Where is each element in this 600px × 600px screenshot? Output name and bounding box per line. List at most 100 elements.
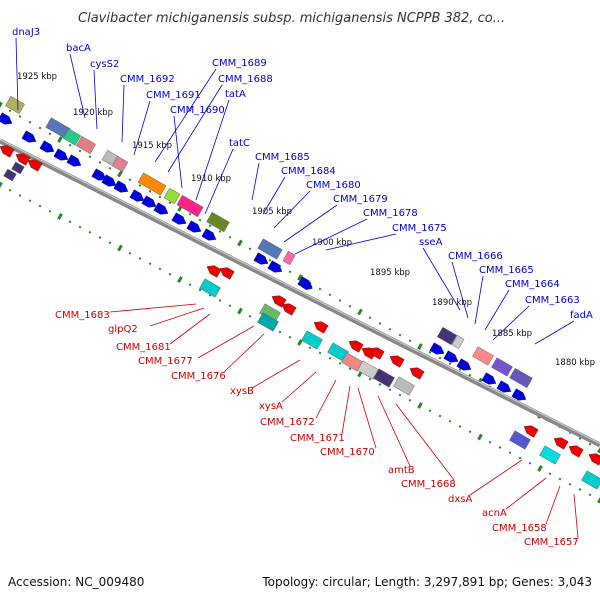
plus-leader-line (273, 190, 311, 229)
plus-leader-line (492, 305, 530, 341)
tick-dot (448, 362, 452, 366)
minus-leader-line (197, 325, 255, 359)
plus-gene-block (437, 326, 457, 346)
plus-leader-line (534, 320, 575, 345)
tick-dot (188, 212, 192, 216)
plus-gene-label: cysS2 (90, 59, 119, 70)
tick-dot (228, 304, 232, 308)
plus-gene-arrow (171, 212, 187, 225)
accession-text: Accession: NC_009480 (8, 575, 144, 589)
plus-gene-arrow (0, 112, 13, 125)
minus-leader-line (251, 359, 301, 389)
minus-gene-label: CMM_1668 (401, 479, 456, 490)
minus-leader-line (395, 403, 455, 481)
tick-dot (158, 195, 162, 199)
tick-dot (38, 204, 42, 208)
minus-leader-line (109, 303, 197, 313)
tick-dot (128, 178, 132, 182)
minus-gene-block (373, 368, 395, 388)
tick-dot (237, 239, 243, 247)
minus-gene-arrow (369, 347, 385, 360)
map-title: Clavibacter michiganensis subsp. michiga… (78, 11, 505, 26)
minus-gene-arrow (0, 145, 15, 158)
plus-gene-label: bacA (66, 43, 91, 54)
tick-dot (288, 335, 292, 339)
plus-gene-label: CMM_1666 (448, 251, 503, 262)
tick-dot (268, 258, 272, 262)
plus-leader-line (173, 115, 183, 189)
plus-gene-arrow (153, 202, 169, 215)
plus-gene-arrow (186, 220, 202, 233)
minus-gene-label: CMM_1658 (492, 523, 547, 534)
minus-strand-labels: CMM_1683glpQ2CMM_1681CMM_1677CMM_1676xys… (55, 303, 579, 548)
tick-dot (228, 235, 232, 239)
tick-dot (518, 456, 522, 460)
tick-dot (378, 383, 382, 386)
tick-dot (177, 276, 183, 283)
tick-dot (0, 101, 3, 109)
minus-gene-arrow (206, 265, 222, 278)
plus-gene-arrow (91, 168, 107, 181)
plus-gene-arrow (53, 148, 69, 161)
tick-dot (48, 209, 52, 213)
minus-gene-label: dxsA (448, 494, 472, 505)
tick-dot (318, 287, 322, 291)
minus-gene-label: CMM_1681 (116, 342, 171, 353)
plus-gene-block (163, 187, 181, 205)
minus-gene-block (509, 430, 531, 450)
tick-dot (248, 314, 252, 318)
plus-gene-block (76, 135, 96, 155)
minus-leader-line (281, 371, 317, 403)
tick-dot (448, 419, 452, 423)
tick-dot (48, 132, 52, 136)
tick-dot (318, 351, 322, 355)
minus-gene-label: amtB (388, 465, 415, 476)
tick-dot (558, 477, 562, 481)
plus-gene-label: fadA (570, 310, 593, 321)
minus-gene-arrow (389, 355, 405, 368)
plus-gene-label: sseA (419, 237, 443, 248)
tick-dot (578, 488, 582, 491)
tick-dot (368, 316, 372, 320)
minus-leader-line (573, 493, 579, 539)
tick-dot (218, 230, 222, 233)
plus-gene-label: CMM_1675 (392, 223, 447, 234)
minus-gene-label: CMM_1670 (320, 447, 375, 458)
tick-dot (117, 170, 123, 178)
tick-dot (8, 188, 12, 192)
tick-dot (138, 257, 142, 260)
plus-gene-label: CMM_1690 (170, 105, 225, 116)
tick-label: 1915 kbp (132, 141, 172, 151)
tick-dot (597, 496, 600, 504)
tick-dot (218, 299, 222, 302)
plus-leader-line (15, 37, 19, 111)
plus-gene-arrow (267, 260, 283, 273)
tick-dot (588, 442, 592, 446)
dot-row-1 (0, 181, 600, 504)
tick-dot (328, 293, 332, 297)
plus-gene-label: CMM_1684 (281, 166, 336, 177)
tick-dot (398, 393, 402, 397)
plus-gene-block (491, 357, 513, 377)
minus-gene-block (393, 376, 415, 396)
plus-gene-block (137, 172, 167, 196)
minus-gene-arrow (313, 321, 329, 334)
tick-dot (408, 339, 412, 343)
plus-gene-arrow (481, 372, 497, 385)
plus-gene-block (3, 168, 17, 182)
plus-gene-arrow (66, 154, 82, 167)
minus-gene-arrow (219, 267, 235, 280)
genome-backbone (0, 138, 600, 448)
tick-dot (18, 194, 22, 197)
tick-dot (28, 199, 32, 203)
plus-gene-label: CMM_1685 (255, 152, 310, 163)
tick-dot (248, 247, 252, 251)
plus-gene-label: CMM_1664 (505, 279, 560, 290)
plus-gene-arrow (511, 388, 527, 401)
tick-dot (88, 230, 92, 234)
minus-gene-block (539, 445, 561, 465)
backbone-line (0, 138, 600, 448)
tick-dot (348, 367, 352, 371)
